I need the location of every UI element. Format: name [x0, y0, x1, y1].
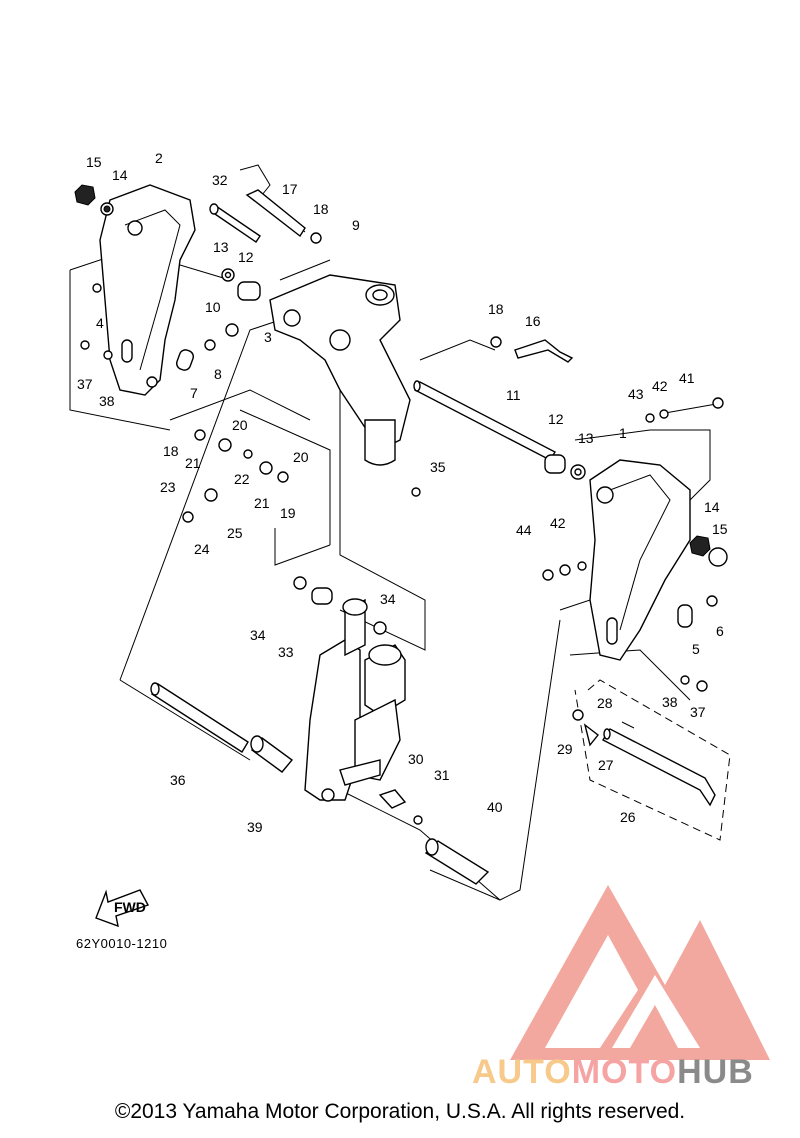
callout: 19	[280, 505, 296, 521]
fwd-arrow-icon: FWD	[95, 889, 150, 928]
leader-lines	[69, 249, 731, 901]
callout: 34	[250, 627, 266, 643]
tilt-shaft	[413, 380, 556, 461]
tilt-lever-16	[514, 339, 574, 363]
callout: 37	[77, 376, 93, 392]
callout: 24	[194, 541, 210, 557]
callout: 40	[487, 799, 503, 815]
callout: 5	[692, 641, 700, 657]
callout: 42	[652, 378, 668, 394]
callout: 22	[234, 471, 250, 487]
callout: 15	[712, 521, 728, 537]
callout: 6	[716, 623, 724, 639]
callout: 42	[550, 515, 566, 531]
watermark-text: AUTOMOTOHUB	[472, 1053, 754, 1092]
callout: 33	[278, 644, 294, 660]
callout: 17	[282, 181, 298, 197]
watermark-auto: AUTO	[472, 1053, 572, 1091]
fasteners	[74, 184, 728, 825]
callout: 23	[160, 479, 176, 495]
callout: 20	[293, 449, 309, 465]
callout: 12	[238, 249, 254, 265]
callout: 37	[690, 704, 706, 720]
diagram-code: 62Y0010-1210	[76, 936, 168, 951]
callout: 3	[264, 329, 272, 345]
copyright-notice: ©2013 Yamaha Motor Corporation, U.S.A. A…	[114, 1100, 686, 1123]
callout: 9	[352, 217, 360, 233]
callout: 44	[516, 522, 532, 538]
callout: 26	[620, 809, 636, 825]
callout: 31	[434, 767, 450, 783]
callout: 18	[313, 201, 329, 217]
swivel-bracket	[269, 274, 411, 466]
callout: 11	[506, 387, 521, 403]
callout: 38	[662, 694, 678, 710]
callout: 43	[628, 386, 644, 402]
callout: 35	[430, 459, 446, 475]
callout: 41	[679, 370, 695, 386]
watermark-hub: HUB	[677, 1053, 754, 1091]
callout: 18	[163, 443, 179, 459]
tubes	[150, 682, 490, 885]
tilt-rod-26	[602, 728, 716, 807]
callout: 15	[86, 154, 102, 170]
watermark-moto: MOTO	[571, 1053, 678, 1091]
pin-32	[209, 203, 261, 243]
power-trim-tilt-unit	[304, 598, 406, 802]
right-clamp-bracket	[589, 459, 691, 661]
left-clamp-bracket	[99, 184, 196, 396]
callout: 16	[525, 313, 541, 329]
callout: 29	[557, 741, 573, 757]
callout-labels: 15 14 2 32 17 18 9 13 12 4 10 3 8 7 37 3…	[77, 150, 728, 835]
callout: 14	[112, 167, 128, 183]
tilt-lever-17	[239, 164, 306, 238]
callout: 25	[227, 525, 243, 541]
callout: 7	[190, 385, 198, 401]
callout: 39	[247, 819, 263, 835]
watermark-logo	[510, 885, 770, 1060]
callout: 13	[213, 239, 229, 255]
callout: 21	[185, 455, 201, 471]
callout: 18	[488, 301, 504, 317]
callout: 8	[214, 366, 222, 382]
callout: 21	[254, 495, 270, 511]
callout: 12	[548, 411, 564, 427]
callout: 27	[598, 757, 614, 773]
callout: 32	[212, 172, 228, 188]
callout: 38	[99, 393, 115, 409]
callout: 1	[619, 425, 627, 441]
callout: 14	[704, 499, 720, 515]
callout: 13	[578, 430, 594, 446]
callout: 20	[232, 417, 248, 433]
fwd-label: FWD	[114, 899, 146, 915]
callout: 30	[408, 751, 424, 767]
callout: 4	[96, 315, 104, 331]
callout: 34	[380, 591, 396, 607]
callout: 2	[155, 150, 163, 166]
callout: 28	[597, 695, 613, 711]
callout: 10	[205, 299, 221, 315]
callout: 36	[170, 772, 186, 788]
